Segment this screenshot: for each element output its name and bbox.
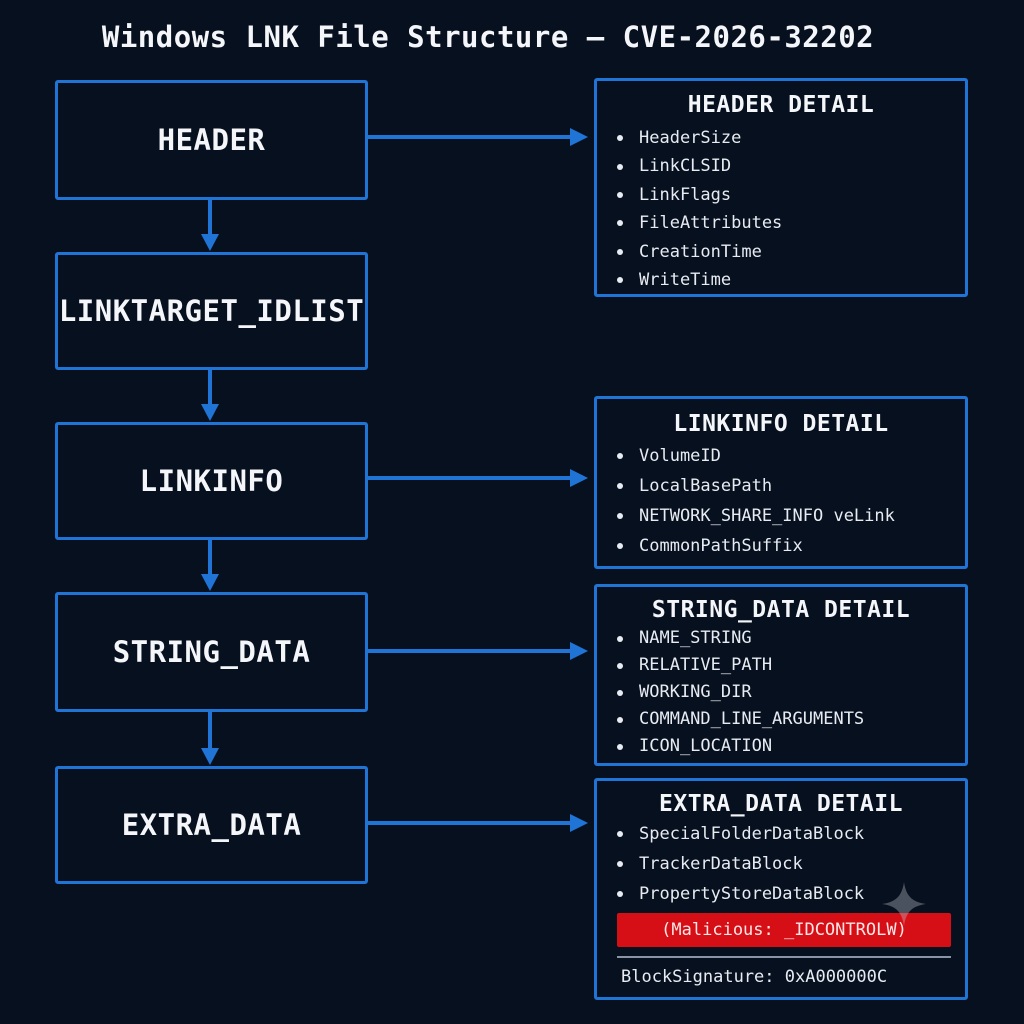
string-data-box: STRING_DATA xyxy=(55,592,368,712)
malicious-badge: (Malicious: _IDCONTROLW) xyxy=(617,913,951,947)
list-item: HeaderSize xyxy=(615,124,965,152)
linkinfo-box: LINKINFO xyxy=(55,422,368,540)
list-item: RELATIVE_PATH xyxy=(615,652,965,679)
list-item: VolumeID xyxy=(615,441,965,471)
arrow-header-to-idlist xyxy=(201,200,219,251)
header-detail-box: HEADER DETAIL HeaderSize LinkCLSID LinkF… xyxy=(594,78,968,297)
linkinfo-label: LINKINFO xyxy=(139,464,284,498)
list-item: PropertyStoreDataBlock xyxy=(615,879,965,909)
extra-data-detail-list: SpecialFolderDataBlock TrackerDataBlock … xyxy=(597,819,965,909)
list-item: CommonPathSuffix xyxy=(615,531,965,561)
linkinfo-detail-box: LINKINFO DETAIL VolumeID LocalBasePath N… xyxy=(594,396,968,569)
linkinfo-detail-title: LINKINFO DETAIL xyxy=(673,411,889,437)
list-item: CreationTime xyxy=(615,238,965,266)
arrow-string-data-to-detail xyxy=(368,642,588,660)
list-item: TrackerDataBlock xyxy=(615,849,965,879)
arrow-header-to-detail xyxy=(368,128,588,146)
list-item: NETWORK_SHARE_INFO veLink xyxy=(615,501,965,531)
divider xyxy=(617,956,951,958)
arrow-linkinfo-to-string-data xyxy=(201,540,219,591)
list-item: WORKING_DIR xyxy=(615,679,965,706)
arrow-linkinfo-to-detail xyxy=(368,469,588,487)
list-item: LinkFlags xyxy=(615,181,965,209)
extra-data-label: EXTRA_DATA xyxy=(121,808,302,842)
extra-data-box: EXTRA_DATA xyxy=(55,766,368,884)
arrow-extra-data-to-detail xyxy=(368,814,588,832)
header-detail-title: HEADER DETAIL xyxy=(687,92,875,118)
list-item: WriteTime xyxy=(615,266,965,294)
sparkle-icon xyxy=(882,882,926,926)
list-item: ICON_LOCATION xyxy=(615,733,965,760)
arrow-string-data-to-extra-data xyxy=(201,712,219,765)
linktarget-idlist-label: LINKTARGET_IDLIST xyxy=(58,294,365,328)
header-box: HEADER xyxy=(55,80,368,200)
list-item: LinkCLSID xyxy=(615,152,965,180)
list-item: LocalBasePath xyxy=(615,471,965,501)
arrow-idlist-to-linkinfo xyxy=(201,370,219,421)
list-item: COMMAND_LINE_ARGUMENTS xyxy=(615,706,965,733)
header-label: HEADER xyxy=(157,123,266,157)
string-data-detail-title: STRING_DATA DETAIL xyxy=(651,597,911,623)
block-signature: BlockSignature: 0xA000000C xyxy=(621,967,888,987)
string-data-detail-list: NAME_STRING RELATIVE_PATH WORKING_DIR CO… xyxy=(597,625,965,760)
list-item: SpecialFolderDataBlock xyxy=(615,819,965,849)
linktarget-idlist-box: LINKTARGET_IDLIST xyxy=(55,252,368,370)
page-title: Windows LNK File Structure – CVE-2026-32… xyxy=(101,20,875,54)
header-detail-list: HeaderSize LinkCLSID LinkFlags FileAttri… xyxy=(597,124,965,294)
list-item: NAME_STRING xyxy=(615,625,965,652)
extra-data-detail-title: EXTRA_DATA DETAIL xyxy=(659,791,903,817)
linkinfo-detail-list: VolumeID LocalBasePath NETWORK_SHARE_INF… xyxy=(597,441,965,561)
list-item: FileAttributes xyxy=(615,209,965,237)
string-data-label: STRING_DATA xyxy=(112,635,311,669)
extra-data-detail-box: EXTRA_DATA DETAIL SpecialFolderDataBlock… xyxy=(594,778,968,1000)
string-data-detail-box: STRING_DATA DETAIL NAME_STRING RELATIVE_… xyxy=(594,584,968,766)
